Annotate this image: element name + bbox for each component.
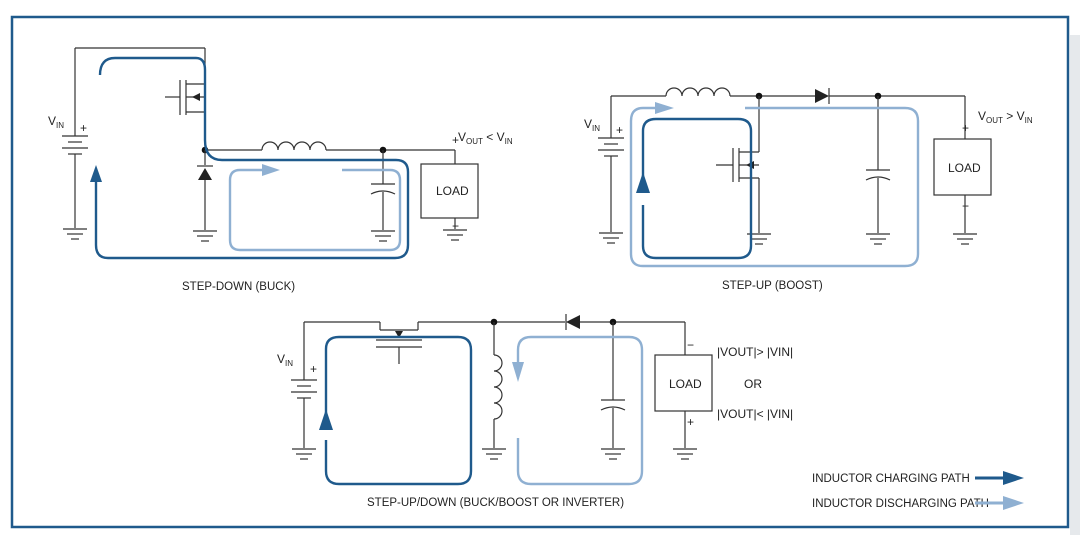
legend-discharging-arrow	[1003, 496, 1024, 510]
outer-border	[10, 15, 1070, 529]
buckboost-condition-1: |VOUT|> |VIN|	[717, 345, 793, 359]
buck-charging-path	[94, 56, 410, 260]
buck-circuit: +	[62, 47, 479, 242]
svg-text:+: +	[310, 362, 317, 376]
buckboost-discharging-arrow	[512, 362, 524, 382]
svg-text:+: +	[616, 123, 623, 137]
buckboost-condition-2: |VOUT|< |VIN|	[717, 407, 793, 421]
buckboost-charging-arrow	[319, 409, 333, 430]
legend: INDUCTOR CHARGING PATH INDUCTOR DISCHARG…	[812, 471, 1024, 510]
legend-discharging-label: INDUCTOR DISCHARGING PATH	[812, 498, 989, 510]
buck-load-label: LOAD	[436, 184, 469, 198]
boost-discharging-arrow	[655, 102, 674, 114]
buckboost-circuit: + − +	[291, 314, 713, 460]
boost-vout-label: VOUT > VIN	[978, 109, 1033, 125]
boost-discharging-path	[629, 106, 920, 268]
buckboost-or-label: OR	[744, 377, 762, 391]
buckboost-vin-label: VIN	[277, 352, 293, 368]
buckboost-caption: STEP-UP/DOWN (BUCK/BOOST OR INVERTER)	[367, 497, 624, 509]
buck-charging-arrow	[90, 165, 102, 182]
buck-vin-label: VIN	[48, 114, 64, 130]
boost-load-label: LOAD	[948, 161, 981, 175]
svg-text:+: +	[687, 415, 694, 429]
svg-text:−: −	[452, 219, 459, 233]
buck-discharging-path	[228, 168, 402, 252]
buckboost-charging-path	[324, 335, 473, 486]
boost-caption: STEP-UP (BOOST)	[722, 280, 823, 292]
svg-text:+: +	[80, 121, 87, 135]
buck-discharging-arrow	[262, 164, 280, 176]
boost-charging-path	[641, 117, 753, 260]
buck-vout-label: VOUT < VIN	[458, 130, 513, 146]
buckboost-load-label: LOAD	[669, 377, 702, 391]
boost-charging-arrow	[636, 172, 650, 193]
scroll-edge	[1070, 35, 1080, 535]
svg-text:+: +	[962, 121, 969, 135]
buck-caption: STEP-DOWN (BUCK)	[182, 281, 295, 293]
boost-circuit: + + −	[598, 87, 992, 245]
legend-charging-arrow	[1003, 471, 1024, 485]
svg-text:+: +	[452, 133, 459, 147]
boost-vin-label: VIN	[584, 117, 600, 133]
buckboost-discharging-path	[516, 335, 644, 486]
legend-charging-label: INDUCTOR CHARGING PATH	[812, 473, 970, 485]
svg-text:−: −	[687, 338, 694, 352]
